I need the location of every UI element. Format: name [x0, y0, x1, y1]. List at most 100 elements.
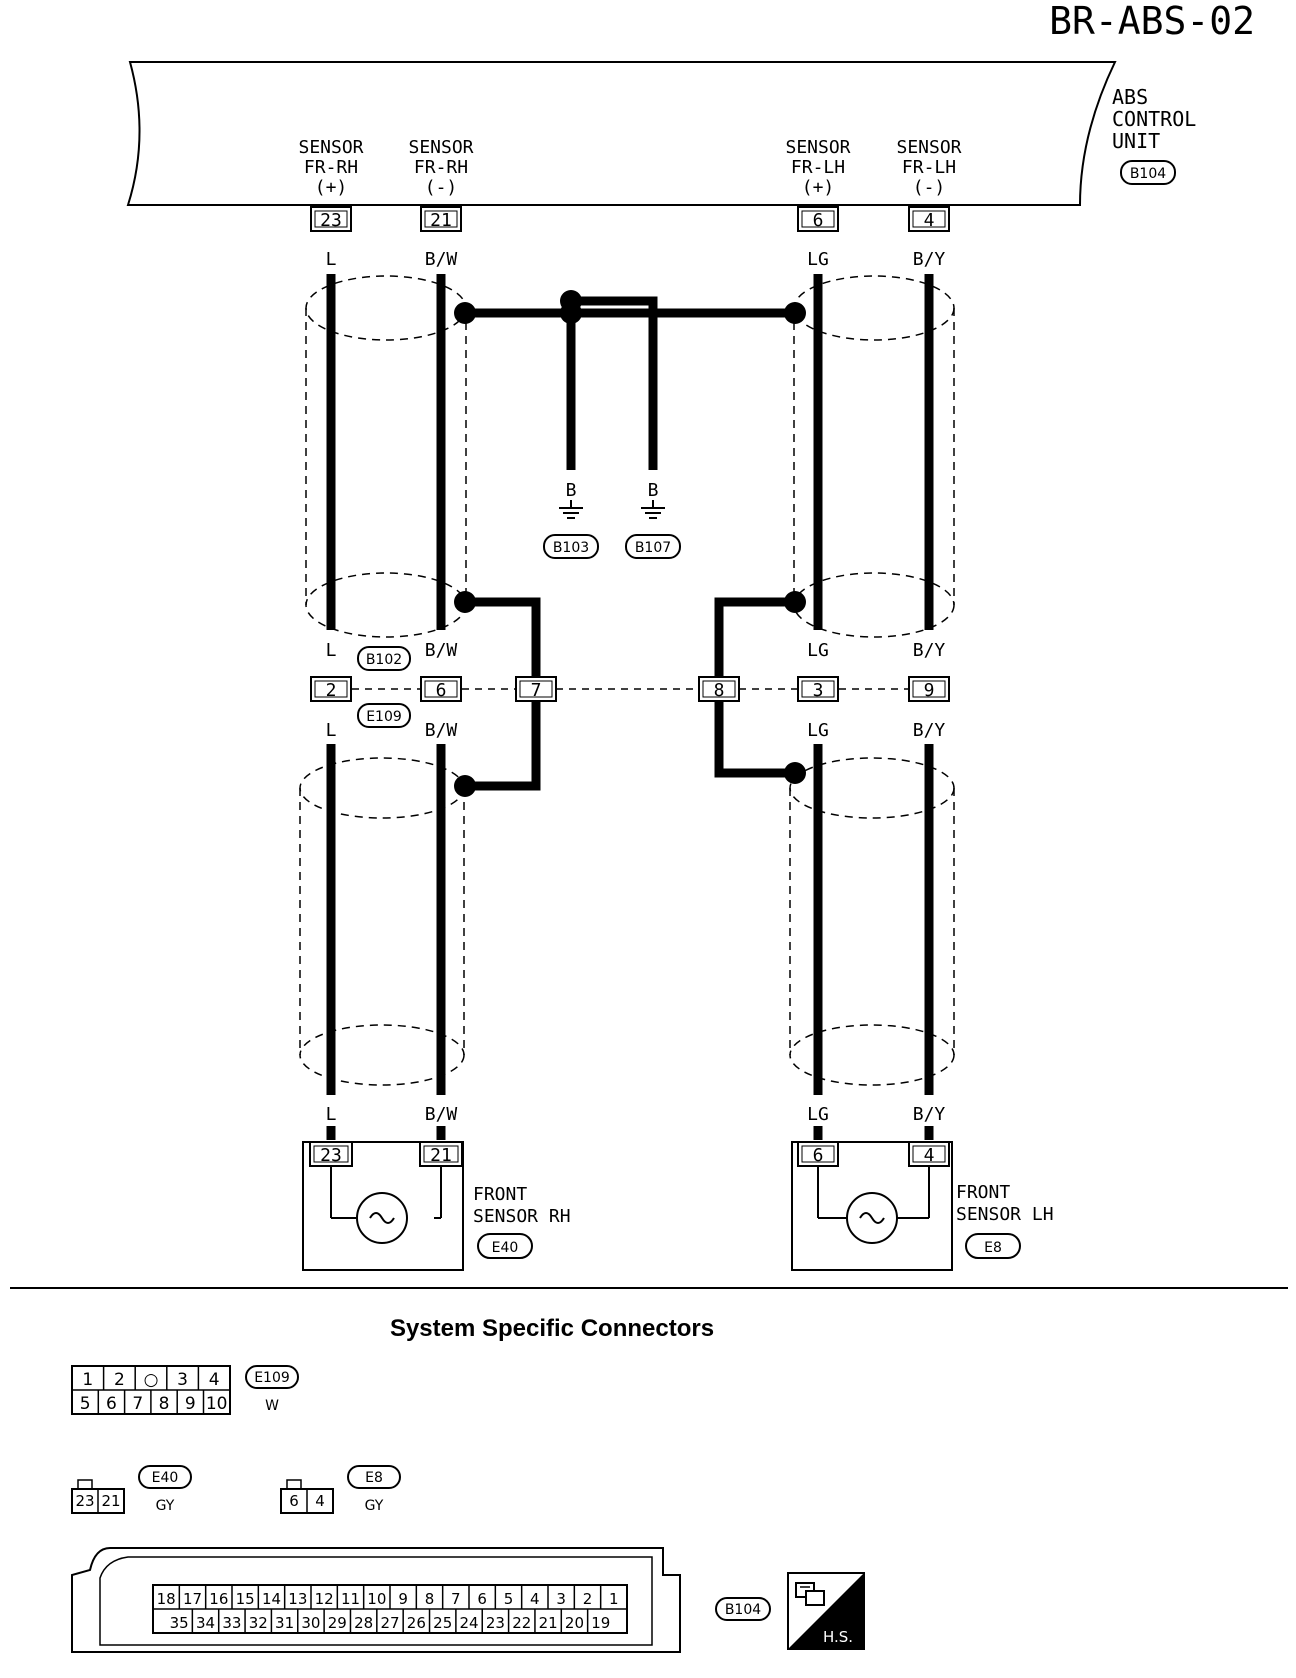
e109-row2-cell-3: 8 [159, 1394, 170, 1414]
terminal-4-label-1: SENSOR [896, 137, 961, 158]
b104-row2-cell-10: 25 [433, 1614, 452, 1632]
wire-color-bw-joint-upper: B/W [425, 640, 458, 661]
wire-color-l-sensor: L [326, 1104, 337, 1125]
b104-row1-cell-15: 3 [556, 1590, 566, 1608]
b104-row2-cell-9: 26 [407, 1614, 426, 1632]
terminal-4-label-2: FR-LH [902, 157, 956, 178]
ground-wire-b107: B [648, 480, 659, 501]
upper-signal-wires [326, 274, 934, 630]
b104-row1-cell-14: 4 [530, 1590, 540, 1608]
wire-color-by-joint-lower: B/Y [913, 720, 946, 741]
e109-row2-cell-2: 7 [132, 1394, 143, 1414]
svg-text:E109: E109 [366, 709, 402, 725]
terminal-23-label-1: SENSOR [298, 137, 363, 158]
terminal-pin-6: 6 [813, 210, 824, 231]
e109-row2-cell-0: 5 [80, 1394, 91, 1414]
sensor-lh-pin-4: 4 [924, 1145, 935, 1166]
b104-row2-cell-6: 29 [328, 1614, 347, 1632]
e8-pin-4: 4 [315, 1492, 325, 1510]
b104-row1-cell-7: 11 [341, 1590, 360, 1608]
ground-connector-b107: B107 [635, 540, 671, 556]
connector-plug-icon [795, 1582, 825, 1606]
b104-row2-cell-3: 32 [249, 1614, 268, 1632]
sensor-lh-connector-tag [965, 1233, 1021, 1259]
b104-row1-cell-12: 6 [477, 1590, 487, 1608]
front-sensor-rh: 23 21 FRONT SENSOR RH E40 [302, 1141, 571, 1271]
e109-row2-cell-1: 6 [106, 1394, 117, 1414]
b104-row1-cell-11: 7 [451, 1590, 461, 1608]
control-unit-body [126, 61, 1117, 206]
b104-row1-cell-1: 17 [183, 1590, 202, 1608]
b104-row1-cell-8: 10 [367, 1590, 386, 1608]
connector-e8-color: GY [365, 1498, 384, 1514]
e40-pin-23: 23 [75, 1492, 94, 1510]
connector-e8-face: 6 4 E8 GY [280, 1465, 401, 1514]
hs-badge-label: H.S. [823, 1628, 853, 1646]
sensor-lh-name-1: FRONT [956, 1182, 1010, 1203]
e109-row1-cell-3: 3 [177, 1370, 188, 1390]
connector-e109-color: W [265, 1398, 279, 1414]
b104-row2-cell-0: 35 [170, 1614, 189, 1632]
joint-connector-b102-tag: B102 [357, 646, 411, 671]
b104-row1-cell-3: 15 [236, 1590, 255, 1608]
ground-symbol-b107: B B107 [625, 480, 681, 559]
e109-row1-cell-1: 2 [114, 1370, 125, 1390]
terminal-23-label-2: FR-RH [304, 157, 358, 178]
b104-row1-cell-10: 8 [425, 1590, 435, 1608]
b104-row1-cell-5: 13 [288, 1590, 307, 1608]
wire-color-l-top: L [326, 249, 337, 270]
wire-color-by-joint-upper: B/Y [913, 640, 946, 661]
joint-pin-8: 8 [714, 680, 725, 701]
terminal-labels: SENSOR FR-RH (+) SENSOR FR-RH (-) SENSOR… [298, 137, 961, 198]
front-sensor-lh: 6 4 FRONT SENSOR LH E8 [791, 1141, 1054, 1271]
joint-connector-e109-tag: E109 [357, 703, 411, 728]
terminal-23-label-3: (+) [315, 177, 348, 198]
terminal-pin-4: 4 [924, 210, 935, 231]
wire-color-lg-top: LG [807, 249, 829, 270]
svg-text:B102: B102 [366, 652, 402, 668]
ground-bus-wires [465, 296, 795, 470]
svg-text:E40: E40 [492, 1240, 519, 1256]
b104-row2-cell-15: 20 [565, 1614, 584, 1632]
sensor-rh-name-2: SENSOR RH [473, 1206, 571, 1227]
section-title: System Specific Connectors [390, 1315, 714, 1342]
b104-row2-cell-4: 31 [275, 1614, 294, 1632]
terminal-4-label-3: (-) [913, 177, 946, 198]
b104-row1-cell-16: 2 [583, 1590, 593, 1608]
sensor-rh-pin-23: 23 [320, 1145, 342, 1166]
joint-pin-6: 6 [436, 680, 447, 701]
b104-row2-cell-1: 34 [196, 1614, 215, 1632]
connector-e40-color: GY [156, 1498, 175, 1514]
b104-row1-cell-9: 9 [398, 1590, 408, 1608]
terminal-pin-21: 21 [430, 210, 452, 231]
svg-text:B104: B104 [1130, 166, 1166, 182]
b104-row2-cell-7: 28 [354, 1614, 373, 1632]
wire-color-bw-top: B/W [425, 249, 458, 270]
b104-row2-cell-8: 27 [380, 1614, 399, 1632]
ground-connector-b103: B103 [553, 540, 589, 556]
joint-pin-2: 2 [326, 680, 337, 701]
b104-row2-cell-12: 23 [486, 1614, 505, 1632]
sensor-lh-name-2: SENSOR LH [956, 1204, 1054, 1225]
e109-row1-cell-0: 1 [82, 1370, 93, 1390]
terminal-21-label-3: (-) [425, 177, 458, 198]
svg-text:E8: E8 [984, 1240, 1002, 1256]
ground-symbol-b103: B B103 [543, 480, 599, 559]
wire-color-bw-sensor: B/W [425, 1104, 458, 1125]
ground-wire-b103: B [566, 480, 577, 501]
hs-badge: H.S. [787, 1572, 865, 1650]
e8-pin-6: 6 [289, 1492, 299, 1510]
terminal-boxes: 23 21 6 4 [310, 206, 950, 232]
control-unit-connector-tag: B104 [1120, 160, 1176, 185]
control-unit-name-1: ABS [1112, 85, 1148, 109]
terminal-21-label-1: SENSOR [408, 137, 473, 158]
wire-color-lg-joint-upper: LG [807, 640, 829, 661]
e109-row2-cell-4: 9 [185, 1394, 196, 1414]
shield-lower-lh [789, 757, 955, 1086]
b104-row2-cell-2: 33 [222, 1614, 241, 1632]
e40-pin-21: 21 [101, 1492, 120, 1510]
wire-color-by-top: B/Y [913, 249, 946, 270]
sensor-rh-connector-tag [477, 1233, 533, 1259]
